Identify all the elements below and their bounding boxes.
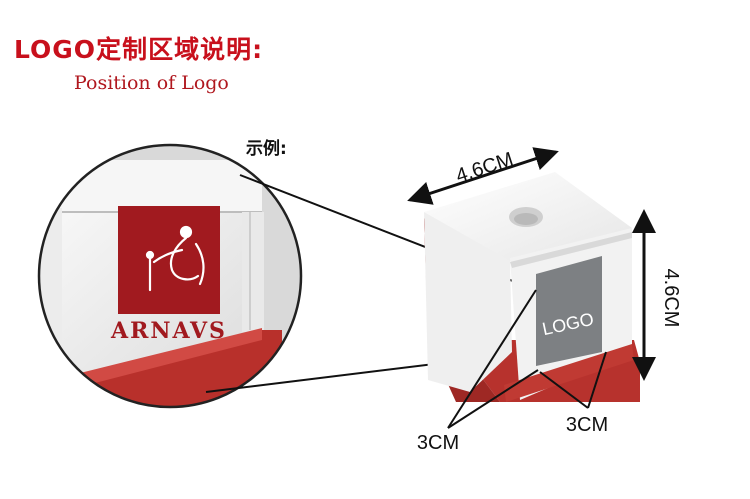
cube-logo-area bbox=[536, 256, 602, 366]
width-dimension-label: 4.6CM bbox=[453, 148, 516, 187]
brand-logo-figure bbox=[145, 225, 205, 292]
logo-size-label-right: 3CM bbox=[566, 414, 608, 436]
cube-base bbox=[504, 344, 634, 402]
cube: LOGO bbox=[424, 172, 640, 402]
logo-size-callouts bbox=[447, 289, 607, 429]
width-dimension-arrow bbox=[407, 147, 559, 205]
page-subtitle: Position of Logo bbox=[74, 72, 229, 94]
brand-text: ARNAVS bbox=[110, 318, 227, 344]
height-dimension-label: 4.6CM bbox=[660, 269, 682, 328]
page-title: LOGO定制区域说明: bbox=[14, 35, 264, 64]
example-label: 示例: bbox=[246, 139, 287, 159]
logo-size-label-left: 3CM bbox=[417, 432, 459, 454]
zoom-circle: ARNAVS bbox=[37, 143, 303, 409]
brand-logo bbox=[118, 206, 220, 314]
